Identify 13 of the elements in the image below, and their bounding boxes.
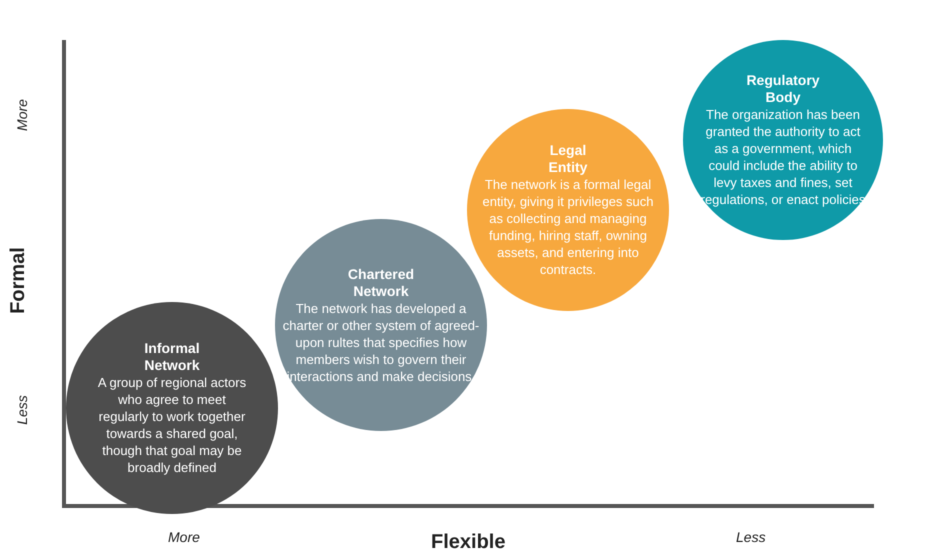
stage-title: Chartered Network (346, 266, 416, 300)
axis-title: Formal (6, 246, 30, 314)
axis-title: Flexible (431, 530, 506, 554)
axis-tick-label: Less (14, 395, 30, 425)
stage-title: Regulatory Body (745, 72, 821, 106)
axis-tick-label: More (168, 529, 200, 545)
stage-description: The network is a formal legal entity, giving it privileges such as collecting and managing funding, hiring staff, owning assets, and entering into contracts. (481, 176, 654, 278)
stage-title: Informal Network (143, 340, 201, 374)
stage-description: The network has developed a charter or other system of agreed-upon rultes that specifies how members wish to govern their interactions and make decisions. (282, 300, 480, 384)
axis-tick-label: Less (736, 529, 766, 545)
axis-tick-label: More (14, 99, 30, 131)
stage-description: A group of regional actors who agree to meet regularly to work together towards a shared goal, though that goal may be broadly defined (96, 374, 248, 476)
stage-title: Legal Entity (548, 142, 588, 176)
